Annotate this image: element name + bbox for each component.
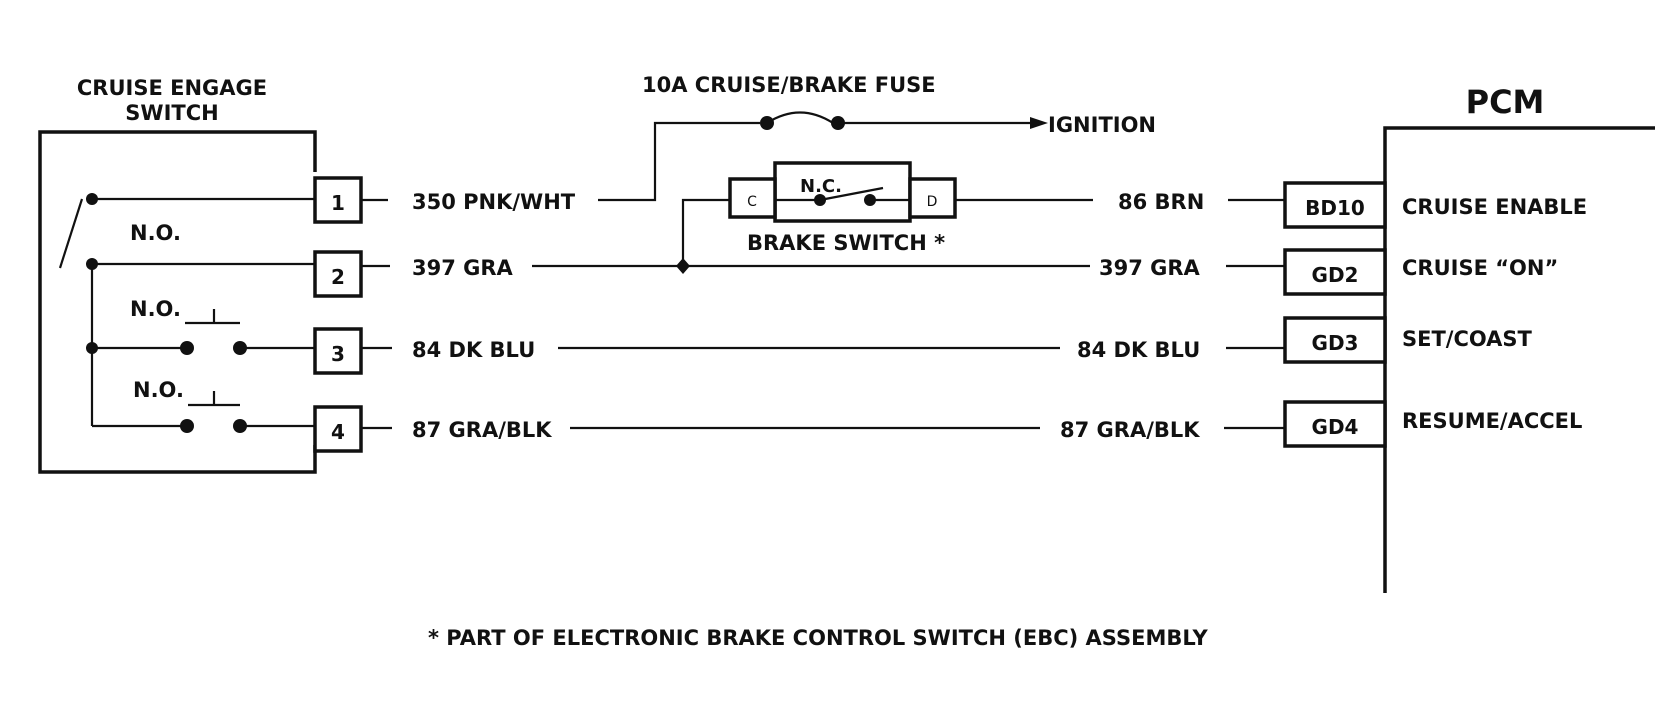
brake-terminal-d: D [927,194,938,210]
contact-label-2: N.O. [130,297,181,321]
wire-2-left-label: 397 GRA [412,256,514,280]
brake-switch-state: N.C. [800,176,842,197]
pcm-function-set-coast: SET/COAST [1402,327,1533,351]
switch-pin-2: 2 [331,265,345,289]
brake-switch-label: BRAKE SWITCH * [747,231,945,255]
pcm-function-resume-accel: RESUME/ACCEL [1402,409,1582,433]
pcm-connector [1283,181,1387,448]
switch-title-line2: SWITCH [125,101,218,125]
wire-1-left-label: 350 PNK/WHT [412,190,576,214]
contact-label-1: N.O. [130,221,181,245]
wire-4-left-label: 87 GRA/BLK [412,418,552,442]
fuse-label: 10A CRUISE/BRAKE FUSE [642,73,936,97]
switch-connector [313,176,363,453]
switch-housing [38,130,317,474]
ignition-label: IGNITION [1048,113,1156,137]
switch-internal-contacts [58,193,315,433]
wire-1 [361,111,1048,202]
pcm-title: PCM [1466,83,1545,121]
contact-label-3: N.O. [133,378,184,402]
pcm-pin-bd10: BD10 [1305,196,1365,220]
brake-switch [728,161,957,223]
pcm-function-cruise-on: CRUISE “ON” [1402,256,1558,280]
wire-3-left-label: 84 DK BLU [412,338,535,362]
wire-2 [361,198,1285,274]
wire-2-right-label: 397 GRA [1099,256,1201,280]
switch-pin-3: 3 [331,342,345,366]
switch-title-line1: CRUISE ENGAGE [77,76,267,100]
wire-1-right-label: 86 BRN [1118,190,1204,214]
pcm-pin-gd3: GD3 [1312,331,1359,355]
wire-3-right-label: 84 DK BLU [1077,338,1200,362]
switch-pin-1: 1 [331,191,345,215]
pcm-pin-gd4: GD4 [1312,415,1359,439]
wire-4-right-label: 87 GRA/BLK [1060,418,1200,442]
footnote: * PART OF ELECTRONIC BRAKE CONTROL SWITC… [428,626,1208,650]
brake-terminal-c: C [747,194,757,210]
switch-pin-4: 4 [331,420,345,444]
pcm-pin-gd2: GD2 [1312,263,1359,287]
pcm-function-cruise-enable: CRUISE ENABLE [1402,195,1587,219]
